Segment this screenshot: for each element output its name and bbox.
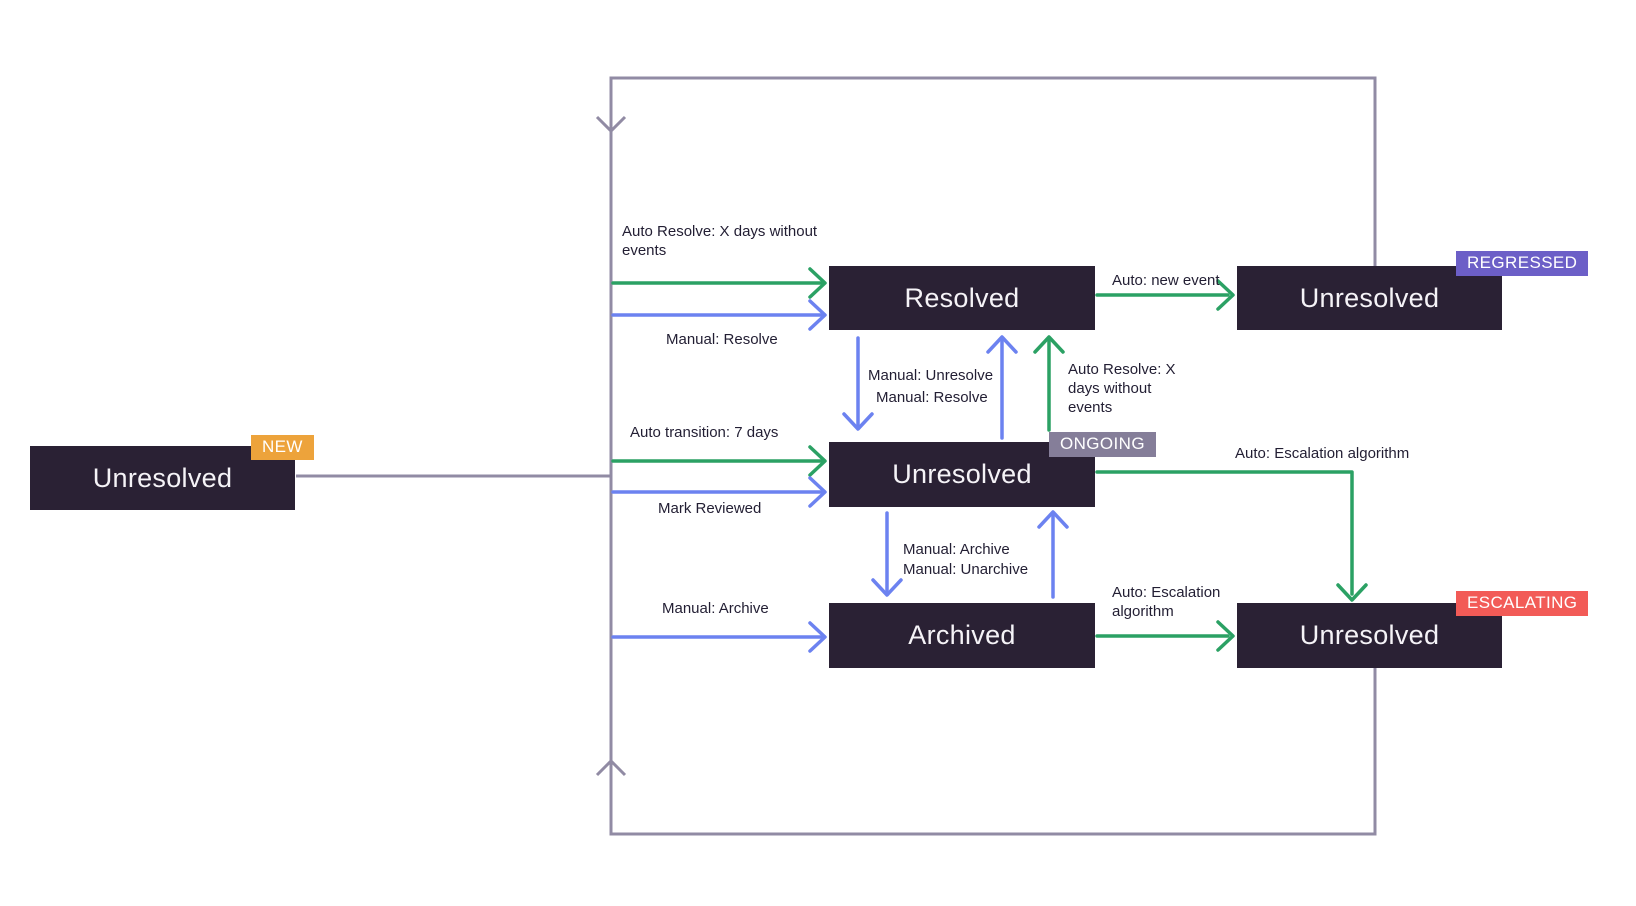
- state-node-resolved: Resolved: [829, 266, 1095, 330]
- arrow-auto-resolve-left-head-icon: [808, 267, 827, 299]
- arrow-manual-resolve-left-head-icon: [808, 299, 827, 331]
- arrow-auto-transition-head-icon: [808, 445, 827, 477]
- wire-arrow-down-icon: [595, 115, 627, 134]
- arrow-resolved-to-ongoing-head-icon: [842, 412, 874, 431]
- arrow-archived-to-ongoing-head-icon: [1037, 510, 1069, 529]
- status-badge-ongoing: ONGOING: [1049, 432, 1156, 457]
- status-badge-new: NEW: [251, 435, 314, 460]
- edge-label-auto-new-event: Auto: new event: [1112, 272, 1220, 289]
- edge-label-manual-resolve-mid: Manual: Resolve: [876, 389, 988, 406]
- state-label: Unresolved: [1299, 620, 1440, 650]
- state-label: Unresolved: [1299, 282, 1440, 313]
- state-label: Resolved: [904, 282, 1020, 313]
- edge-label-manual-archive-mid: Manual: Archive: [903, 541, 1010, 558]
- edge-label-auto-resolve-right: Auto Resolve: X days without events: [1068, 361, 1176, 417]
- edge-label-manual-unarchive: Manual: Unarchive: [903, 561, 1029, 578]
- state-label: Unresolved: [92, 462, 233, 493]
- arrow-escalation-from-archived-head-icon: [1216, 620, 1235, 652]
- edge-label-auto-resolve-left: Auto Resolve: X days without events: [622, 223, 818, 260]
- state-node-regressed-unresolved: Unresolved: [1237, 266, 1502, 330]
- arrow-escalation-from-ongoing: [1095, 470, 1354, 596]
- arrow-ongoing-to-archived-head-icon: [871, 578, 903, 597]
- edge-label-mark-reviewed: Mark Reviewed: [658, 500, 762, 517]
- status-badge-escalating: ESCALATING: [1456, 591, 1589, 616]
- state-node-escalating-unresolved: Unresolved: [1237, 603, 1502, 668]
- arrow-escalation-from-ongoing-head-icon: [1336, 583, 1368, 602]
- edge-label-auto-escalation-top: Auto: Escalation algorithm: [1235, 445, 1410, 462]
- arrow-manual-archive-left-head-icon: [808, 621, 827, 653]
- state-label: Archived: [908, 620, 1016, 650]
- arrow-auto-resolve-up-head-icon: [1033, 335, 1065, 354]
- arrow-auto-new-event-head-icon: [1216, 279, 1235, 311]
- arrow-ongoing-to-resolved-head-icon: [986, 335, 1018, 354]
- wire-loop: [609, 76, 1377, 836]
- state-node-archived: Archived: [829, 603, 1095, 668]
- edge-label-auto-escalation-bottom: Auto: Escalation algorithm: [1112, 584, 1221, 621]
- state-node-new-unresolved: Unresolved: [30, 446, 295, 510]
- edge-label-manual-archive-left: Manual: Archive: [662, 600, 769, 617]
- edge-label-manual-unresolve: Manual: Unresolve: [868, 367, 994, 384]
- edge-label-manual-resolve-left: Manual: Resolve: [666, 331, 778, 348]
- state-label: Unresolved: [892, 459, 1032, 489]
- status-badge-regressed: REGRESSED: [1456, 251, 1589, 276]
- edge-label-auto-transition: Auto transition: 7 days: [630, 424, 779, 441]
- wire-arrow-up-icon: [595, 758, 627, 777]
- arrow-mark-reviewed-head-icon: [808, 476, 827, 508]
